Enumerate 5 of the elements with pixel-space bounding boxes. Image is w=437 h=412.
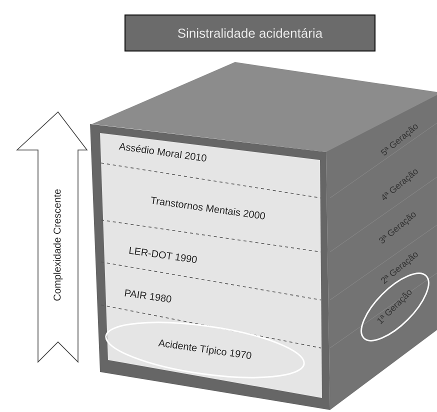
band-label: LER-DOT 1990 <box>129 246 197 263</box>
band-label: Transtornos Mentais 2000 <box>151 196 265 220</box>
band-label: PAIR 1980 <box>124 289 172 302</box>
band-label: Assédio Moral 2010 <box>118 143 206 162</box>
title-box: Sinistralidade acidentária <box>124 14 376 52</box>
